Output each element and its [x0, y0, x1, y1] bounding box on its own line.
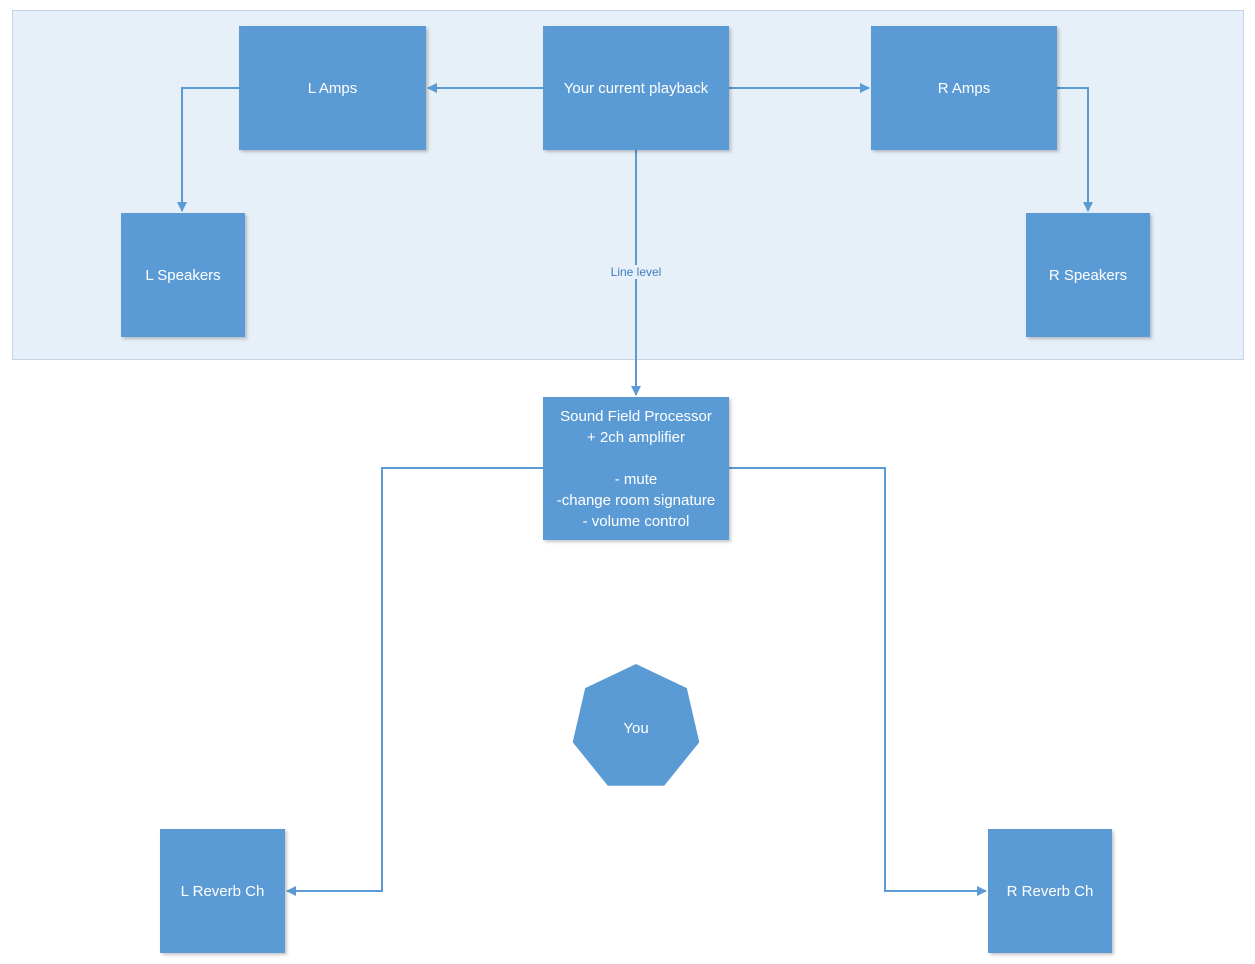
l-speakers-node: L Speakers — [121, 213, 245, 337]
l-amps-node: L Amps — [239, 26, 426, 150]
playback-node: Your current playback — [543, 26, 729, 150]
you-listener-label: You — [623, 719, 649, 737]
r-speakers-node: R Speakers — [1026, 213, 1150, 337]
l-reverb-node-label: L Reverb Ch — [180, 882, 265, 900]
l-reverb-node: L Reverb Ch — [160, 829, 285, 953]
r-amps-node: R Amps — [871, 26, 1057, 150]
r-reverb-node-label: R Reverb Ch — [1006, 882, 1094, 900]
l-amps-node-label: L Amps — [307, 79, 358, 97]
connector-r-amps-to-r-speakers — [1057, 87, 1093, 212]
connector-processor-to-r-reverb — [729, 467, 987, 896]
l-speakers-node-label: L Speakers — [145, 266, 221, 284]
r-amps-node-label: R Amps — [937, 79, 991, 97]
playback-node-label: Your current playback — [563, 79, 709, 97]
you-listener-node: You — [572, 664, 700, 786]
connector-processor-to-l-reverb — [286, 467, 543, 896]
r-speakers-node-label: R Speakers — [1048, 266, 1128, 284]
sound-field-processor-node: Sound Field Processor + 2ch amplifier - … — [543, 397, 729, 540]
connector-l-amps-to-l-speakers — [177, 87, 239, 212]
line-level-label: Line level — [598, 265, 674, 279]
r-reverb-node: R Reverb Ch — [988, 829, 1112, 953]
sound-field-processor-label: Sound Field Processor + 2ch amplifier - … — [556, 407, 716, 530]
